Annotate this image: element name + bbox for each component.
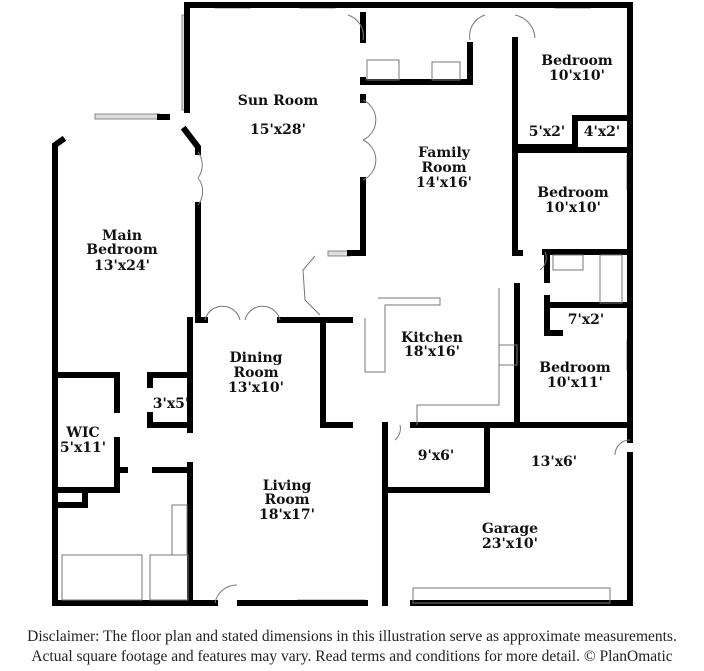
sink bbox=[431, 61, 461, 81]
closet-label: 9'x6' bbox=[418, 448, 454, 464]
garage-door bbox=[412, 587, 611, 604]
vanity bbox=[171, 504, 188, 556]
tub bbox=[599, 254, 623, 304]
fixtures bbox=[61, 14, 631, 604]
disclaimer-line-1: Disclaimer: The floor plan and stated di… bbox=[27, 628, 677, 645]
closet-label: 7'x2' bbox=[568, 312, 604, 328]
disclaimer-line-2: Actual square footage and features may v… bbox=[31, 648, 673, 665]
tub bbox=[366, 59, 400, 81]
sink bbox=[552, 254, 584, 271]
closet-label: 5'x2' bbox=[529, 124, 565, 140]
closet-label: 13'x6' bbox=[531, 454, 577, 470]
stove bbox=[498, 344, 518, 366]
shower bbox=[149, 554, 189, 601]
walls bbox=[52, 2, 633, 606]
tub bbox=[61, 554, 143, 601]
closet-label: 3'x5' bbox=[153, 396, 189, 412]
closet-label: 4'x2' bbox=[584, 124, 620, 140]
